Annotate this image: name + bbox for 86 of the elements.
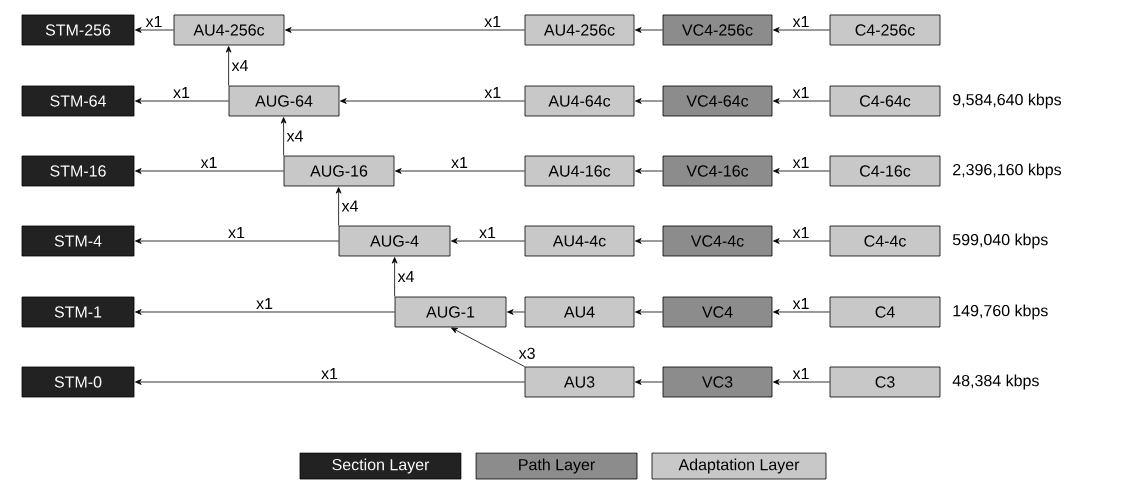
arrow xyxy=(340,98,525,104)
edge-label: x1 xyxy=(791,85,811,100)
path-box: VC4 xyxy=(662,296,773,328)
arrow xyxy=(773,379,830,385)
adaptation-box: AUG-4 xyxy=(338,225,451,257)
arrow xyxy=(135,27,174,33)
arrow xyxy=(395,168,525,174)
arrow xyxy=(135,168,284,174)
edge-label: x4 xyxy=(396,269,416,284)
edge-label: x1 xyxy=(791,155,811,170)
edge-label: x4 xyxy=(285,129,305,143)
arrow xyxy=(280,117,287,156)
edge-label: x1 xyxy=(319,366,340,381)
edge-label: x1 xyxy=(199,155,219,170)
path-box: VC4-64c xyxy=(662,85,773,117)
edge-label: x1 xyxy=(791,225,811,240)
arrow xyxy=(773,168,830,174)
adaptation-box: AU4 xyxy=(524,296,635,328)
arrow xyxy=(635,238,663,244)
rate-label: 48,384 kbps xyxy=(952,374,1039,390)
path-box: VC4-4c xyxy=(662,225,773,257)
legend-box: Path Layer xyxy=(475,452,638,480)
adaptation-box: AU3 xyxy=(524,366,635,398)
section-box: STM-256 xyxy=(21,14,135,46)
section-box: STM-0 xyxy=(21,366,135,398)
legend-box: Adaptation Layer xyxy=(651,452,827,480)
rate-label: 2,396,160 kbps xyxy=(953,163,1062,179)
edge-label: x1 xyxy=(791,366,811,381)
legend-box: Section Layer xyxy=(299,452,462,480)
rate-label: 599,040 kbps xyxy=(952,233,1048,249)
arrow xyxy=(135,309,395,315)
rate-label: 149,760 kbps xyxy=(953,304,1048,320)
arrow xyxy=(451,327,525,367)
arrow xyxy=(135,379,525,385)
edge-label: x1 xyxy=(254,296,275,311)
arrow xyxy=(225,46,232,86)
adaptation-box: AUG-1 xyxy=(394,296,507,328)
edge-label: x1 xyxy=(482,85,503,100)
section-box: STM-64 xyxy=(21,85,135,117)
adaptation-box: C4-4c xyxy=(829,225,941,257)
adaptation-box: C3 xyxy=(829,366,941,398)
section-box: STM-4 xyxy=(21,225,135,257)
arrow xyxy=(635,98,663,104)
adaptation-box: C4 xyxy=(829,296,941,328)
adaptation-box: C4-256c xyxy=(829,14,941,46)
edge-label: x1 xyxy=(449,155,470,170)
section-box: STM-1 xyxy=(21,296,135,328)
rate-label: 9,584,640 kbps xyxy=(953,93,1062,109)
arrow xyxy=(773,27,830,33)
arrow xyxy=(773,309,830,315)
arrow xyxy=(391,257,398,297)
edge-label: x1 xyxy=(477,225,498,240)
adaptation-box: C4-64c xyxy=(829,85,941,117)
adaptation-box: C4-16c xyxy=(829,155,941,187)
edge-label: x1 xyxy=(144,14,164,29)
arrow xyxy=(507,309,525,315)
edge-label: x4 xyxy=(340,199,360,213)
adaptation-box: AU4-256c xyxy=(524,14,635,46)
edge-label: x1 xyxy=(791,296,811,311)
arrow xyxy=(635,168,663,174)
adaptation-box: AU4-16c xyxy=(524,155,635,187)
arrow xyxy=(451,238,525,244)
edge-label: x3 xyxy=(517,346,537,361)
arrow xyxy=(773,238,830,244)
arrow xyxy=(135,98,229,104)
path-box: VC4-16c xyxy=(662,155,773,187)
arrow xyxy=(635,379,663,385)
adaptation-box: AU4-4c xyxy=(524,225,635,257)
adaptation-box: AU4-256c xyxy=(173,14,285,46)
edge-label: x4 xyxy=(230,58,250,73)
adaptation-box: AUG-16 xyxy=(283,155,395,187)
edge-label: x1 xyxy=(482,14,503,29)
section-box: STM-16 xyxy=(21,155,135,187)
arrow xyxy=(335,187,342,226)
edge-label: x1 xyxy=(226,225,247,240)
arrow xyxy=(285,27,525,33)
arrow xyxy=(135,238,339,244)
edge-label: x1 xyxy=(791,14,811,29)
path-box: VC4-256c xyxy=(662,14,773,46)
path-box: VC3 xyxy=(662,366,773,398)
arrow xyxy=(635,27,663,33)
arrow xyxy=(773,98,830,104)
arrow xyxy=(635,309,663,315)
edge-label: x1 xyxy=(171,85,192,100)
adaptation-box: AUG-64 xyxy=(228,85,340,117)
adaptation-box: AU4-64c xyxy=(524,85,635,117)
